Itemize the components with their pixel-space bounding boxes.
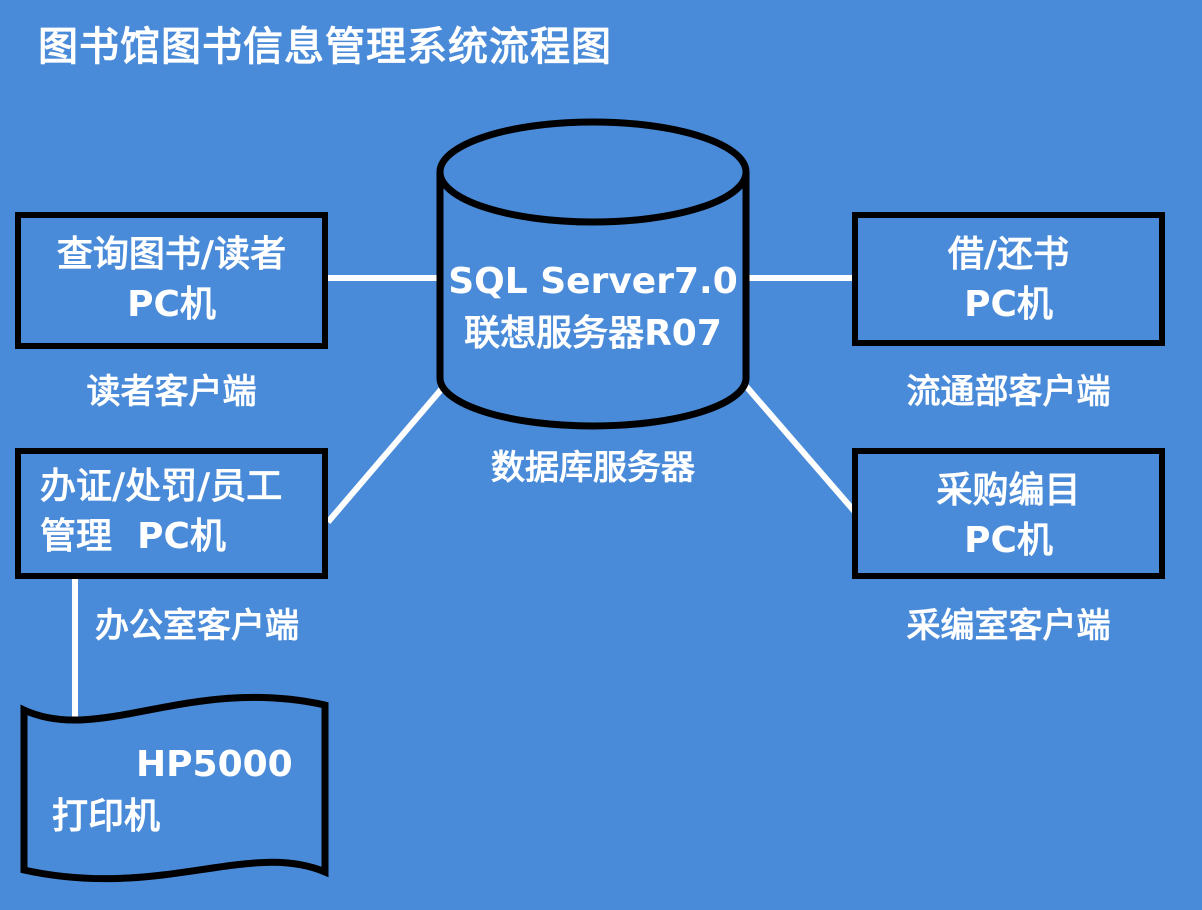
office-client-label: 办证/处罚/员工 管理 PC机 (18, 462, 325, 562)
circulation-client-line2: PC机 (964, 284, 1053, 325)
database-server-cylinder (436, 118, 750, 430)
office-client-box (15, 448, 328, 579)
connector-acquisition-server (742, 383, 858, 514)
reader-client-line2: PC机 (127, 284, 216, 325)
circulation-client-label: 借/还书 PC机 (855, 230, 1162, 330)
printer-label-text: 打印机 (52, 796, 161, 837)
office-client-caption: 办公室客户端 (95, 606, 299, 646)
printer-model-text: HP5000 (136, 744, 293, 785)
acquisition-client-line1: 采购编目 (936, 470, 1081, 511)
circulation-client-line1: 借/还书 (947, 234, 1070, 275)
office-client-line2: 管理 PC机 (40, 516, 226, 557)
reader-client-box (15, 212, 328, 349)
office-client-line1: 办证/处罚/员工 (40, 466, 283, 507)
circulation-client-box (852, 212, 1165, 346)
reader-client-caption: 读者客户端 (86, 372, 257, 412)
printer-shape (20, 693, 329, 883)
circulation-client-caption: 流通部客户端 (906, 372, 1111, 412)
reader-client-label: 查询图书/读者 PC机 (18, 230, 325, 330)
acquisition-client-box (852, 448, 1165, 579)
page-title: 图书馆图书信息管理系统流程图 (38, 24, 612, 70)
server-software-text: SQL Server7.0 (448, 261, 738, 302)
acquisition-client-caption: 采编室客户端 (906, 606, 1111, 646)
acquisition-client-line2: PC机 (964, 520, 1053, 561)
connector-office-server (325, 383, 448, 524)
reader-client-line1: 查询图书/读者 (56, 234, 287, 275)
server-hardware-text: 联想服务器R07 (464, 313, 722, 354)
server-caption: 数据库服务器 (491, 448, 695, 488)
server-label: SQL Server7.0 联想服务器R07 (440, 256, 746, 360)
acquisition-client-label: 采购编目 PC机 (855, 466, 1162, 566)
